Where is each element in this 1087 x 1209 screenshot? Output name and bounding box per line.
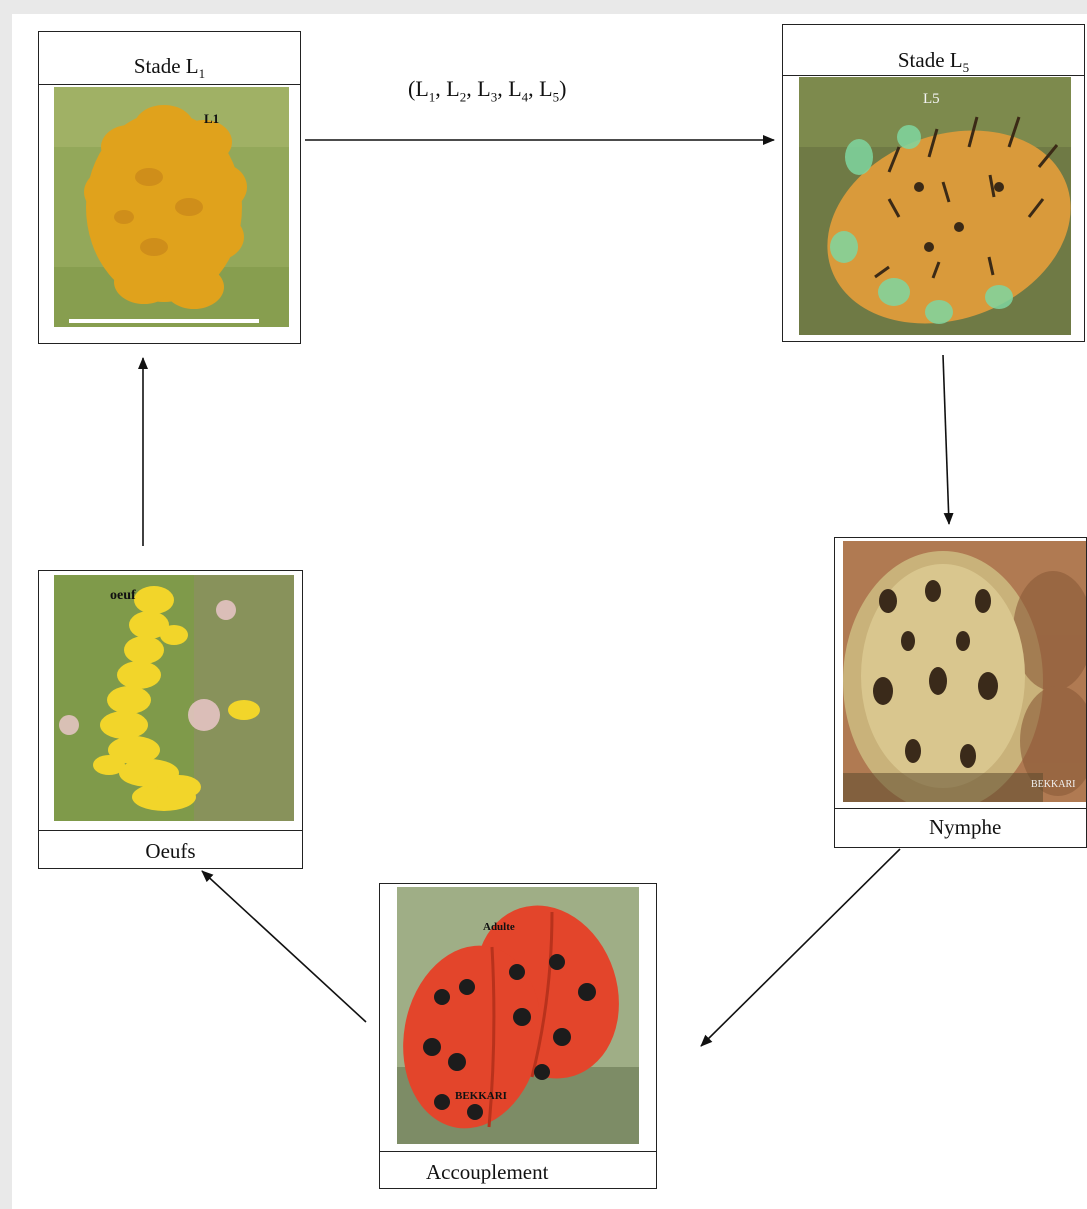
- stage-l1-box: Stade L1 L1: [38, 31, 301, 344]
- stage-l5-photo: L5: [799, 77, 1071, 335]
- mating-caption: Accouplement: [426, 1162, 656, 1183]
- mating-box: Adulte BEKKARI Accouplement: [379, 883, 657, 1189]
- eggs-caption: Oeufs: [39, 841, 302, 862]
- nymph-watermark: BEKKARI: [1031, 779, 1075, 790]
- eggs-photo: oeuf: [54, 575, 294, 828]
- stage-l1-photo: L1: [54, 87, 289, 327]
- mating-photo-label: Adulte: [483, 921, 515, 933]
- mating-watermark: BEKKARI: [455, 1090, 507, 1102]
- eggs-photo-label: oeuf: [110, 588, 136, 604]
- nymph-caption: Nymphe: [929, 817, 1086, 838]
- stage-l1-caption: Stade L1: [39, 56, 300, 80]
- stages-sequence-label: (L1, L2, L3, L4, L5): [408, 76, 566, 105]
- stage-l5-caption: Stade L5: [783, 50, 1084, 74]
- stage-l5-box: Stade L5 L5: [782, 24, 1085, 342]
- nymph-box: BEKKARI Nymphe: [834, 537, 1087, 848]
- eggs-box: oeuf Oeufs: [38, 570, 303, 869]
- mating-photo: Adulte BEKKARI: [397, 887, 639, 1144]
- stage-l5-photo-label: L5: [923, 91, 940, 108]
- stage-l1-photo-label: L1: [204, 111, 219, 127]
- nymph-photo: BEKKARI: [843, 541, 1086, 802]
